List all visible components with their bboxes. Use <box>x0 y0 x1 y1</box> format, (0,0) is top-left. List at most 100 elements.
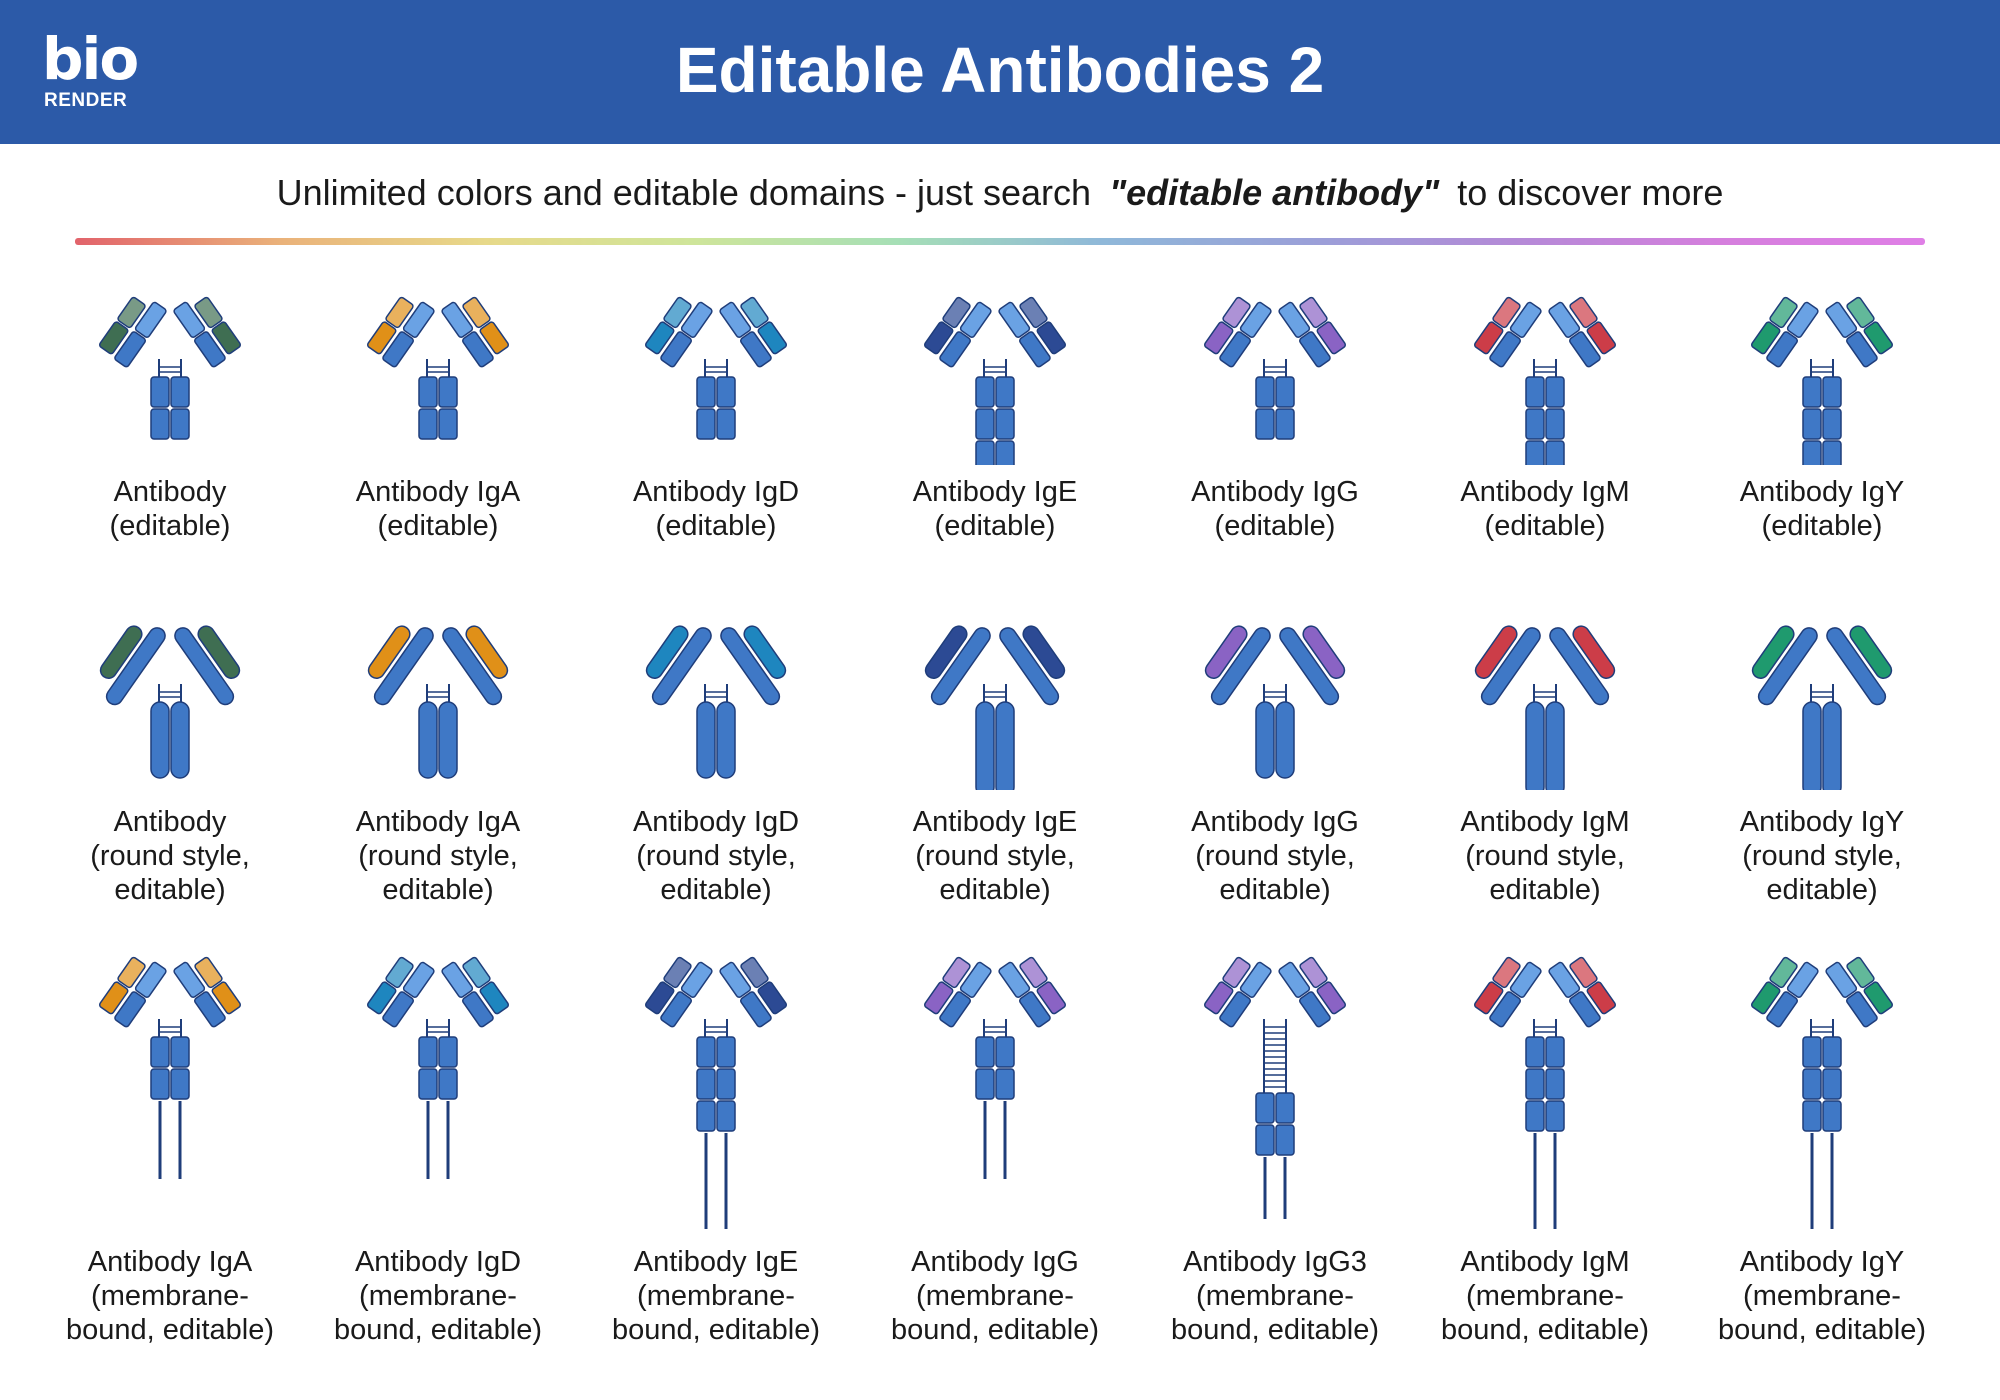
right-fab-arm <box>174 625 241 706</box>
antibody-label-line2: (membrane- <box>916 1280 1074 1312</box>
fc-region <box>1525 376 1565 465</box>
antibody-label: Antibody IgD(membrane-bound, editable) <box>303 1245 573 1347</box>
antibody-label: Antibody IgD(round style,editable) <box>581 805 851 907</box>
antibody-label-line3: bound, editable) <box>1171 1314 1379 1346</box>
fc-region <box>975 376 1015 465</box>
antibody-icon <box>366 296 510 440</box>
antibody-label: Antibody IgG3(membrane-bound, editable) <box>1140 1245 1410 1347</box>
antibody-icon <box>644 956 788 1229</box>
antibody-label-line2: (membrane- <box>1196 1280 1354 1312</box>
antibody-icon <box>1473 956 1617 1229</box>
antibody-label-line1: Antibody IgG <box>1191 806 1359 838</box>
hinge-region <box>1533 1019 1557 1037</box>
antibody-label-line2: (editable) <box>377 510 499 542</box>
antibody-label-line3: bound, editable) <box>891 1314 1099 1346</box>
antibody-label: Antibody IgY(round style,editable) <box>1687 805 1957 907</box>
fc-region <box>1802 701 1842 790</box>
hinge-region <box>426 359 450 377</box>
antibody-label-line1: Antibody IgD <box>632 476 800 508</box>
left-fab-arm <box>1203 296 1272 368</box>
subtitle-after: to discover more <box>1457 172 1724 213</box>
antibody-label-line3: bound, editable) <box>612 1314 820 1346</box>
subtitle: Unlimited colors and editable domains - … <box>0 172 2000 214</box>
hinge-region <box>158 684 182 702</box>
fc-region <box>150 1036 190 1100</box>
left-fab-arm <box>366 296 435 368</box>
antibody-label: Antibody IgM(round style,editable) <box>1410 805 1680 907</box>
antibody-label: Antibody IgE(membrane-bound, editable) <box>581 1245 851 1347</box>
antibody-label-line3: editable) <box>939 874 1051 906</box>
antibody-label: Antibody IgD(editable) <box>581 475 851 543</box>
left-fab-arm <box>1473 956 1542 1028</box>
antibody-label-line1: Antibody IgE <box>912 476 1078 508</box>
transmembrane-tail <box>426 1101 450 1179</box>
fc-region <box>1255 1092 1295 1156</box>
transmembrane-tail <box>1810 1133 1834 1229</box>
antibody-icon <box>923 296 1067 465</box>
fc-region <box>418 376 458 440</box>
right-fab-arm <box>719 296 788 368</box>
antibody-label-line1: Antibody IgM <box>1460 806 1630 838</box>
fc-region <box>696 376 736 440</box>
left-fab-arm <box>644 296 713 368</box>
antibody-label-line1: Antibody IgD <box>632 806 800 838</box>
antibody-label-line2: (editable) <box>655 510 777 542</box>
antibody-label-line2: (editable) <box>1484 510 1606 542</box>
hinge-region <box>158 359 182 377</box>
right-fab-arm <box>441 296 510 368</box>
right-fab-arm <box>173 956 242 1028</box>
left-fab-arm <box>1750 956 1819 1028</box>
transmembrane-tail <box>983 1101 1007 1179</box>
fc-region <box>1525 701 1565 790</box>
left-fab-arm <box>1750 296 1819 368</box>
antibody-label-line2: (round style, <box>636 840 796 872</box>
antibody-label-line1: Antibody IgY <box>1739 1246 1905 1278</box>
antibody-icon <box>1751 625 1893 790</box>
antibody-label-line3: bound, editable) <box>1718 1314 1926 1346</box>
antibody-label-line2: (membrane- <box>359 1280 517 1312</box>
left-fab-arm <box>366 956 435 1028</box>
antibody-label-line1: Antibody IgY <box>1739 476 1905 508</box>
hinge-region <box>983 684 1007 702</box>
left-fab-arm <box>1474 625 1541 706</box>
left-fab-arm <box>644 956 713 1028</box>
fc-region <box>1255 701 1295 779</box>
antibody-icon <box>366 956 510 1179</box>
fc-region <box>1802 1036 1842 1132</box>
antibody-label-line2: (round style, <box>1742 840 1902 872</box>
antibody-label: Antibody IgM(editable) <box>1410 475 1680 543</box>
antibody-label: Antibody IgY(editable) <box>1687 475 1957 543</box>
right-fab-arm <box>173 296 242 368</box>
antibody-icon <box>1473 296 1617 465</box>
hinge-region <box>158 1019 182 1037</box>
antibody-icon <box>98 956 242 1179</box>
antibody-label-line2: (membrane- <box>1743 1280 1901 1312</box>
left-fab-arm <box>367 625 434 706</box>
antibody-label-line1: Antibody IgE <box>912 806 1078 838</box>
antibody-label-line3: editable) <box>382 874 494 906</box>
left-fab-arm <box>98 296 167 368</box>
right-fab-arm <box>1549 625 1616 706</box>
rainbow-divider <box>75 238 1925 245</box>
antibody-label: Antibody IgM(membrane-bound, editable) <box>1410 1245 1680 1347</box>
antibody-label-line3: bound, editable) <box>1441 1314 1649 1346</box>
antibody-label: Antibody IgG(editable) <box>1140 475 1410 543</box>
biorender-logo[interactable]: bio RENDER <box>42 25 152 114</box>
hinge-region <box>983 359 1007 377</box>
right-fab-arm <box>1278 296 1347 368</box>
left-fab-arm <box>923 296 992 368</box>
antibody-label-line1: Antibody IgA <box>87 1246 253 1278</box>
right-fab-arm <box>1825 956 1894 1028</box>
antibody-icon <box>924 625 1066 790</box>
logo-bio-text: bio <box>42 25 139 93</box>
antibody-label-line2: (editable) <box>109 510 231 542</box>
antibody-label-line1: Antibody IgA <box>355 806 521 838</box>
fc-region <box>150 701 190 779</box>
subtitle-search-term: "editable antibody" <box>1109 172 1440 213</box>
fc-region <box>1802 376 1842 465</box>
hinge-region <box>1810 1019 1834 1037</box>
left-fab-arm <box>98 956 167 1028</box>
antibody-label: Antibody IgY(membrane-bound, editable) <box>1687 1245 1957 1347</box>
right-fab-arm <box>998 296 1067 368</box>
right-fab-arm <box>1278 956 1347 1028</box>
